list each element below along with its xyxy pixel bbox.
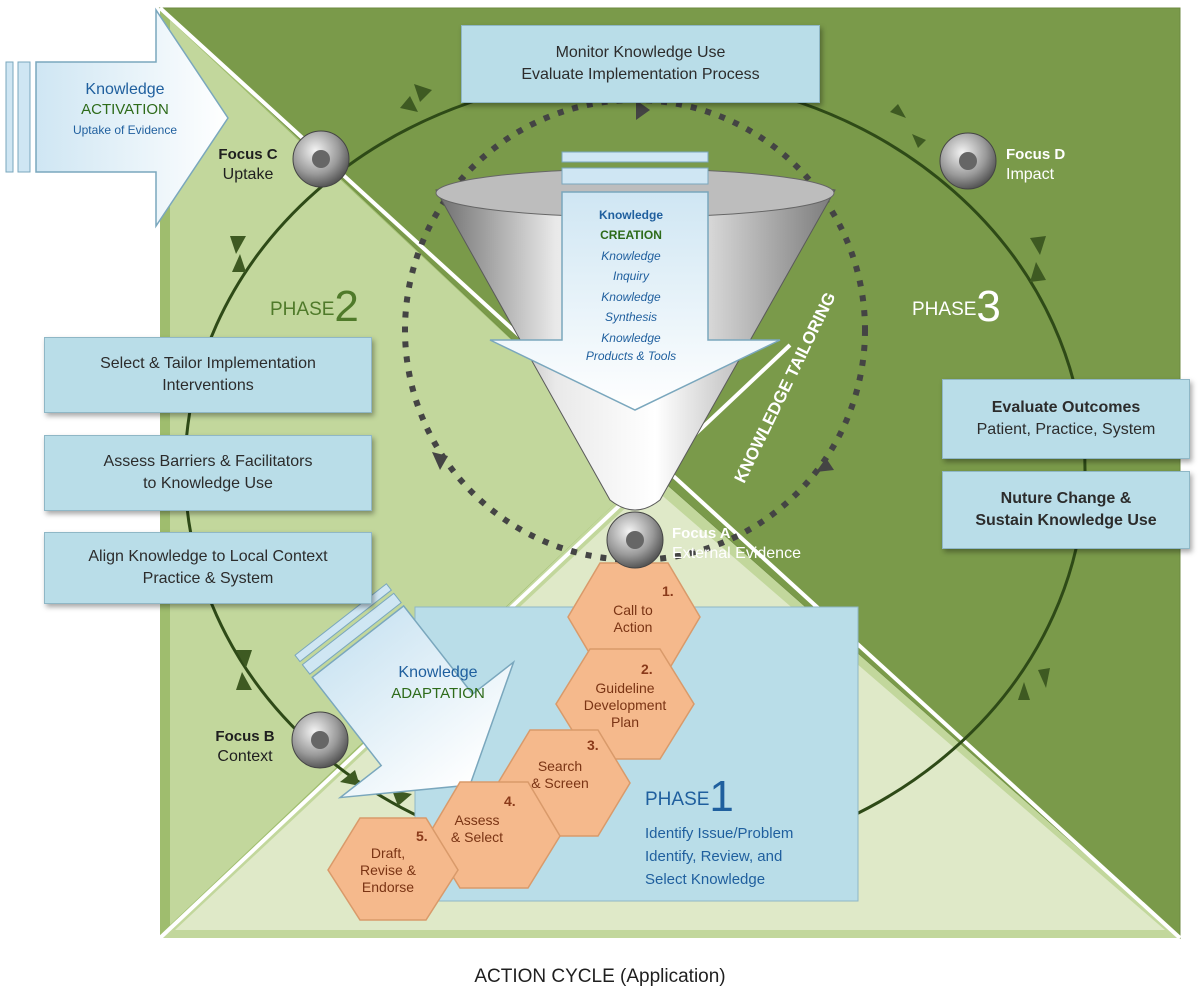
step-2-number: 2. [641,661,653,677]
step-1-line2: Action [613,619,653,635]
creation-item-6: Products & Tools [585,349,677,363]
assess-barriers-box: Assess Barriers & Facilitators to Knowle… [44,435,372,511]
activation-label: Knowledge ACTIVATION Uptake of Evidence [40,80,210,140]
step-1-text: Call to Action [588,602,678,636]
step-2-text: Guideline Development Plan [570,680,680,731]
cycle-arrows [230,84,1050,806]
evaluate-outcomes-line2: Patient, Practice, System [976,421,1156,438]
focus-c-desc: Uptake [222,166,274,183]
phase3-number: 3 [976,282,1001,331]
creation-title1: Knowledge [598,208,663,222]
focus-c-label: Focus C Uptake [208,145,288,185]
focus-b-desc: Context [217,748,273,765]
focus-d-desc: Impact [1006,166,1055,183]
assess-barriers-line1: Assess Barriers & Facilitators [103,453,313,470]
creation-item-5: Knowledge [601,331,661,345]
creation-stack-bar-1 [561,151,709,163]
monitor-evaluate-box: Monitor Knowledge Use Evaluate Implement… [461,25,820,103]
phase2-word: PHASE [270,299,335,320]
gear-icon-a [606,511,664,569]
step-5-number: 5. [416,828,428,844]
step-5-line2: Revise & [359,862,417,878]
focus-d-label: Focus D Impact [1006,145,1065,185]
focus-a-label: Focus A External Evidence [672,524,801,564]
step-2-line2: Development [583,697,667,713]
tailoring-arrow-left [432,452,448,470]
gear-icon-d [939,132,997,190]
activation-line1: Knowledge [85,81,165,98]
activation-stack-2 [17,61,31,173]
tailoring-arrow-top [636,100,650,120]
activation-line3: Uptake of Evidence [72,123,178,137]
step-3-text: Search & Screen [515,758,605,792]
evaluate-outcomes-line1: Evaluate Outcomes [991,399,1141,416]
nurture-change-line1: Nuture Change & [1000,490,1132,507]
hex-step-5 [327,817,459,921]
tailoring-arrow-right [816,458,834,472]
focus-a-name: Focus A [672,525,731,542]
phase1-line3: Select Knowledge [645,871,766,888]
creation-item-4: Synthesis [604,310,658,324]
step-1-number: 1. [662,583,674,599]
step-2-line1: Guideline [595,680,655,696]
activation-arrow [35,7,229,229]
step-5-text: Draft, Revise & Endorse [348,845,428,896]
creation-item-1: Knowledge [601,249,661,263]
step-4-line1: Assess [454,812,500,828]
step-2-line3: Plan [610,714,640,730]
align-knowledge-line1: Align Knowledge to Local Context [88,548,328,565]
nurture-change-box: Nuture Change & Sustain Knowledge Use [942,471,1190,549]
adaptation-line2: ADAPTATION [391,685,485,702]
phase1-word: PHASE [645,789,710,810]
adaptation-line1: Knowledge [398,664,478,681]
monitor-line: Monitor Knowledge Use [555,44,726,61]
step-4-line2: & Select [450,829,504,845]
diagram-title: ACTION CYCLE (Application) [474,966,726,987]
creation-item-3: Knowledge [601,290,661,304]
step-3-line1: Search [537,758,583,774]
phase2-label: PHASE2 [270,282,359,332]
gear-icon-c [292,130,350,188]
step-4-text: Assess & Select [432,812,522,846]
adaptation-label: Knowledge ADAPTATION [378,662,498,704]
creation-title2: CREATION [600,228,662,242]
select-tailor-box: Select & Tailor Implementation Intervent… [44,337,372,413]
phase2-number: 2 [334,282,359,331]
phase1-label: PHASE1 [645,772,734,822]
focus-b-label: Focus B Context [205,727,285,767]
select-tailor-line2: Interventions [162,377,254,394]
evaluate-line: Evaluate Implementation Process [521,66,760,83]
creation-down-arrow [489,191,781,411]
align-knowledge-line2: Practice & System [142,570,274,587]
phase3-label: PHASE3 [912,282,1001,332]
evaluate-outcomes-box: Evaluate Outcomes Patient, Practice, Sys… [942,379,1190,459]
focus-d-name: Focus D [1006,146,1066,163]
creation-item-2: Inquiry [612,269,650,283]
step-3-number: 3. [587,737,599,753]
focus-a-desc: External Evidence [672,545,801,562]
gear-icon-b [291,711,349,769]
nurture-change-line2: Sustain Knowledge Use [975,512,1157,529]
step-5-line1: Draft, [370,845,406,861]
step-1-line1: Call to [613,602,653,618]
activation-line2: ACTIVATION [81,101,169,118]
phase1-number: 1 [709,772,734,821]
focus-c-name: Focus C [218,146,278,163]
step-hexagons [327,562,701,921]
focus-b-name: Focus B [215,728,275,745]
phase3-word: PHASE [912,299,977,320]
align-knowledge-box: Align Knowledge to Local Context Practic… [44,532,372,604]
select-tailor-line1: Select & Tailor Implementation [100,355,316,372]
activation-stack-1 [5,61,14,173]
assess-barriers-line2: to Knowledge Use [143,475,273,492]
creation-stack-bar-2 [561,167,709,185]
phase1-description: Identify Issue/Problem Identify, Review,… [645,822,793,891]
step-3-line2: & Screen [531,775,589,791]
phase1-line1: Identify Issue/Problem [645,825,794,842]
step-5-line3: Endorse [361,879,415,895]
phase1-line2: Identify, Review, and [645,848,783,865]
phase2-inner [170,20,650,925]
step-4-number: 4. [504,793,516,809]
